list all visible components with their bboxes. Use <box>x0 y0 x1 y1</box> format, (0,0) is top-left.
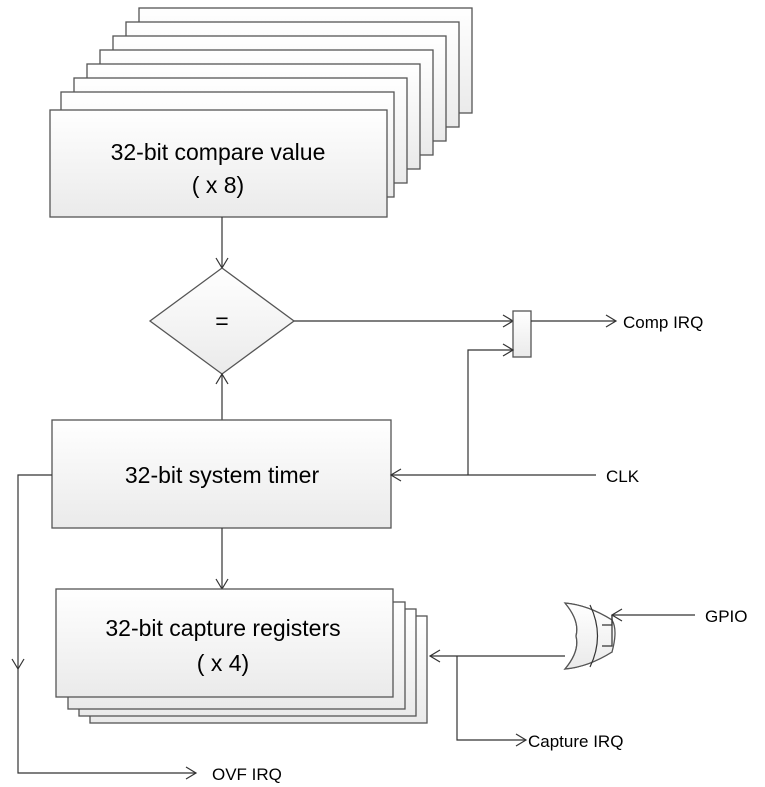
system-timer-title: 32-bit system timer <box>125 462 320 488</box>
ovf-arrowhead <box>185 766 198 780</box>
capture-irq-label: Capture IRQ <box>528 732 623 751</box>
compare-value-box <box>49 109 388 218</box>
clk-arrowhead <box>389 468 402 482</box>
comp-irq-arrowhead <box>605 314 618 328</box>
comp-irq-label: Comp IRQ <box>623 313 703 332</box>
capture-register-stack <box>55 588 428 724</box>
clk-label: CLK <box>606 467 640 486</box>
system-timer-box <box>51 419 392 529</box>
compare-register-stack <box>49 7 473 218</box>
xor-gate <box>563 602 616 670</box>
compare-value-title: 32-bit compare value <box>111 139 326 165</box>
capture-trigger-arrowhead <box>428 649 441 663</box>
capture-irq-arrowhead <box>515 733 528 747</box>
compare-value-count: ( x 8) <box>192 172 244 198</box>
capture-registers-count: ( x 4) <box>197 650 249 676</box>
comparator-symbol: = <box>215 308 228 334</box>
capture-irq-line <box>456 656 526 741</box>
gpio-label: GPIO <box>705 607 748 626</box>
ovf-line <box>17 474 196 774</box>
irq-gate <box>512 310 532 358</box>
timer-arrowhead-up <box>215 372 229 385</box>
gate-input-arrowhead-2 <box>502 343 515 357</box>
ovf-arrowhead-down <box>11 658 25 671</box>
ovf-irq-label: OVF IRQ <box>212 765 282 784</box>
capture-registers-box <box>55 588 394 698</box>
capture-registers-title: 32-bit capture registers <box>105 615 340 641</box>
clk-to-gate-line <box>467 349 513 475</box>
gpio-delayed-input <box>602 615 613 647</box>
